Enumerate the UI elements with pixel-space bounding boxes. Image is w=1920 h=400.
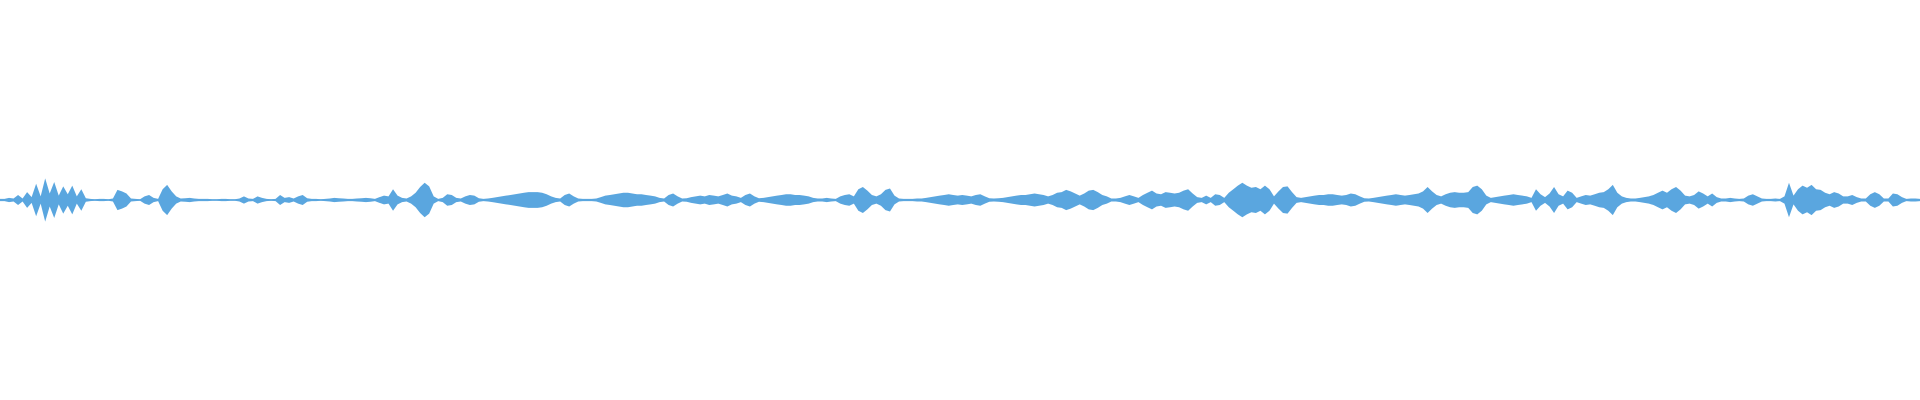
waveform-path [0, 178, 1920, 222]
